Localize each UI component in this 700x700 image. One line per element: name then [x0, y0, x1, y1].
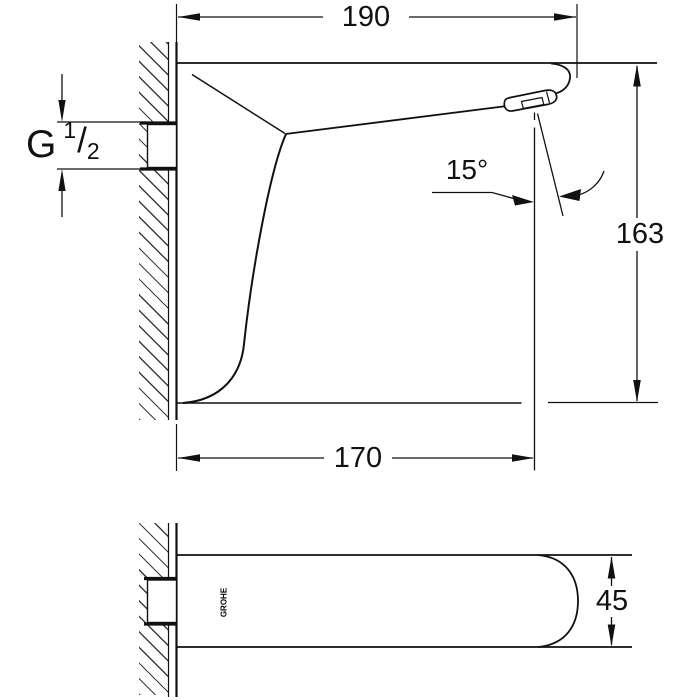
spout-tip-curve: [550, 62, 571, 95]
spout-underside-line: [285, 105, 508, 135]
dim163-arrow-top: [633, 64, 641, 87]
angle-leader-arrow: [512, 195, 534, 206]
dim170-arrow-right: [512, 454, 534, 462]
dimension-label-45: 45: [589, 586, 635, 617]
dim163-arrow-bottom: [633, 380, 641, 402]
dim170-arrow-left: [178, 454, 200, 462]
aerator-outline: [503, 89, 558, 112]
aerator-outlet-rect: [520, 96, 545, 110]
angle-curved-arrow-tail: [576, 170, 605, 197]
thread-arrow-down: [58, 100, 66, 122]
dimension-label-thread-g-half: G 1 / 2: [26, 119, 100, 171]
thread-letter: G: [26, 123, 57, 166]
thread-arrow-up: [58, 169, 66, 191]
thread-numerator: 1: [63, 117, 77, 143]
dimension-label-163: 163: [609, 218, 671, 251]
thread-fitting-bottom: [146, 579, 178, 624]
stream-angle-line: [536, 113, 564, 217]
dim190-arrow-left: [178, 13, 200, 21]
thread-denominator: 2: [86, 138, 100, 164]
body-upper-edge-line: [191, 73, 286, 135]
dim45-arrow-bottom: [607, 624, 616, 647]
dim190-arrow-right: [554, 13, 576, 21]
thread-slash: /: [77, 121, 87, 160]
thread-fitting-side: [146, 123, 178, 169]
body-plan-rounded-end: [537, 554, 579, 648]
dimension-label-angle-15: 15°: [445, 154, 489, 185]
grohe-logo: GROHE: [219, 587, 229, 618]
dim45-arrow-top: [607, 556, 616, 579]
angle-leader-line: [432, 191, 520, 201]
dimension-label-190: 190: [323, 2, 409, 33]
aerator-end-notch: [545, 91, 551, 104]
dimension-label-170: 170: [324, 442, 392, 474]
side-view-wall-hatch: [139, 42, 168, 420]
angle-curved-arrow-head: [559, 189, 581, 201]
body-front-curve: [182, 133, 287, 404]
